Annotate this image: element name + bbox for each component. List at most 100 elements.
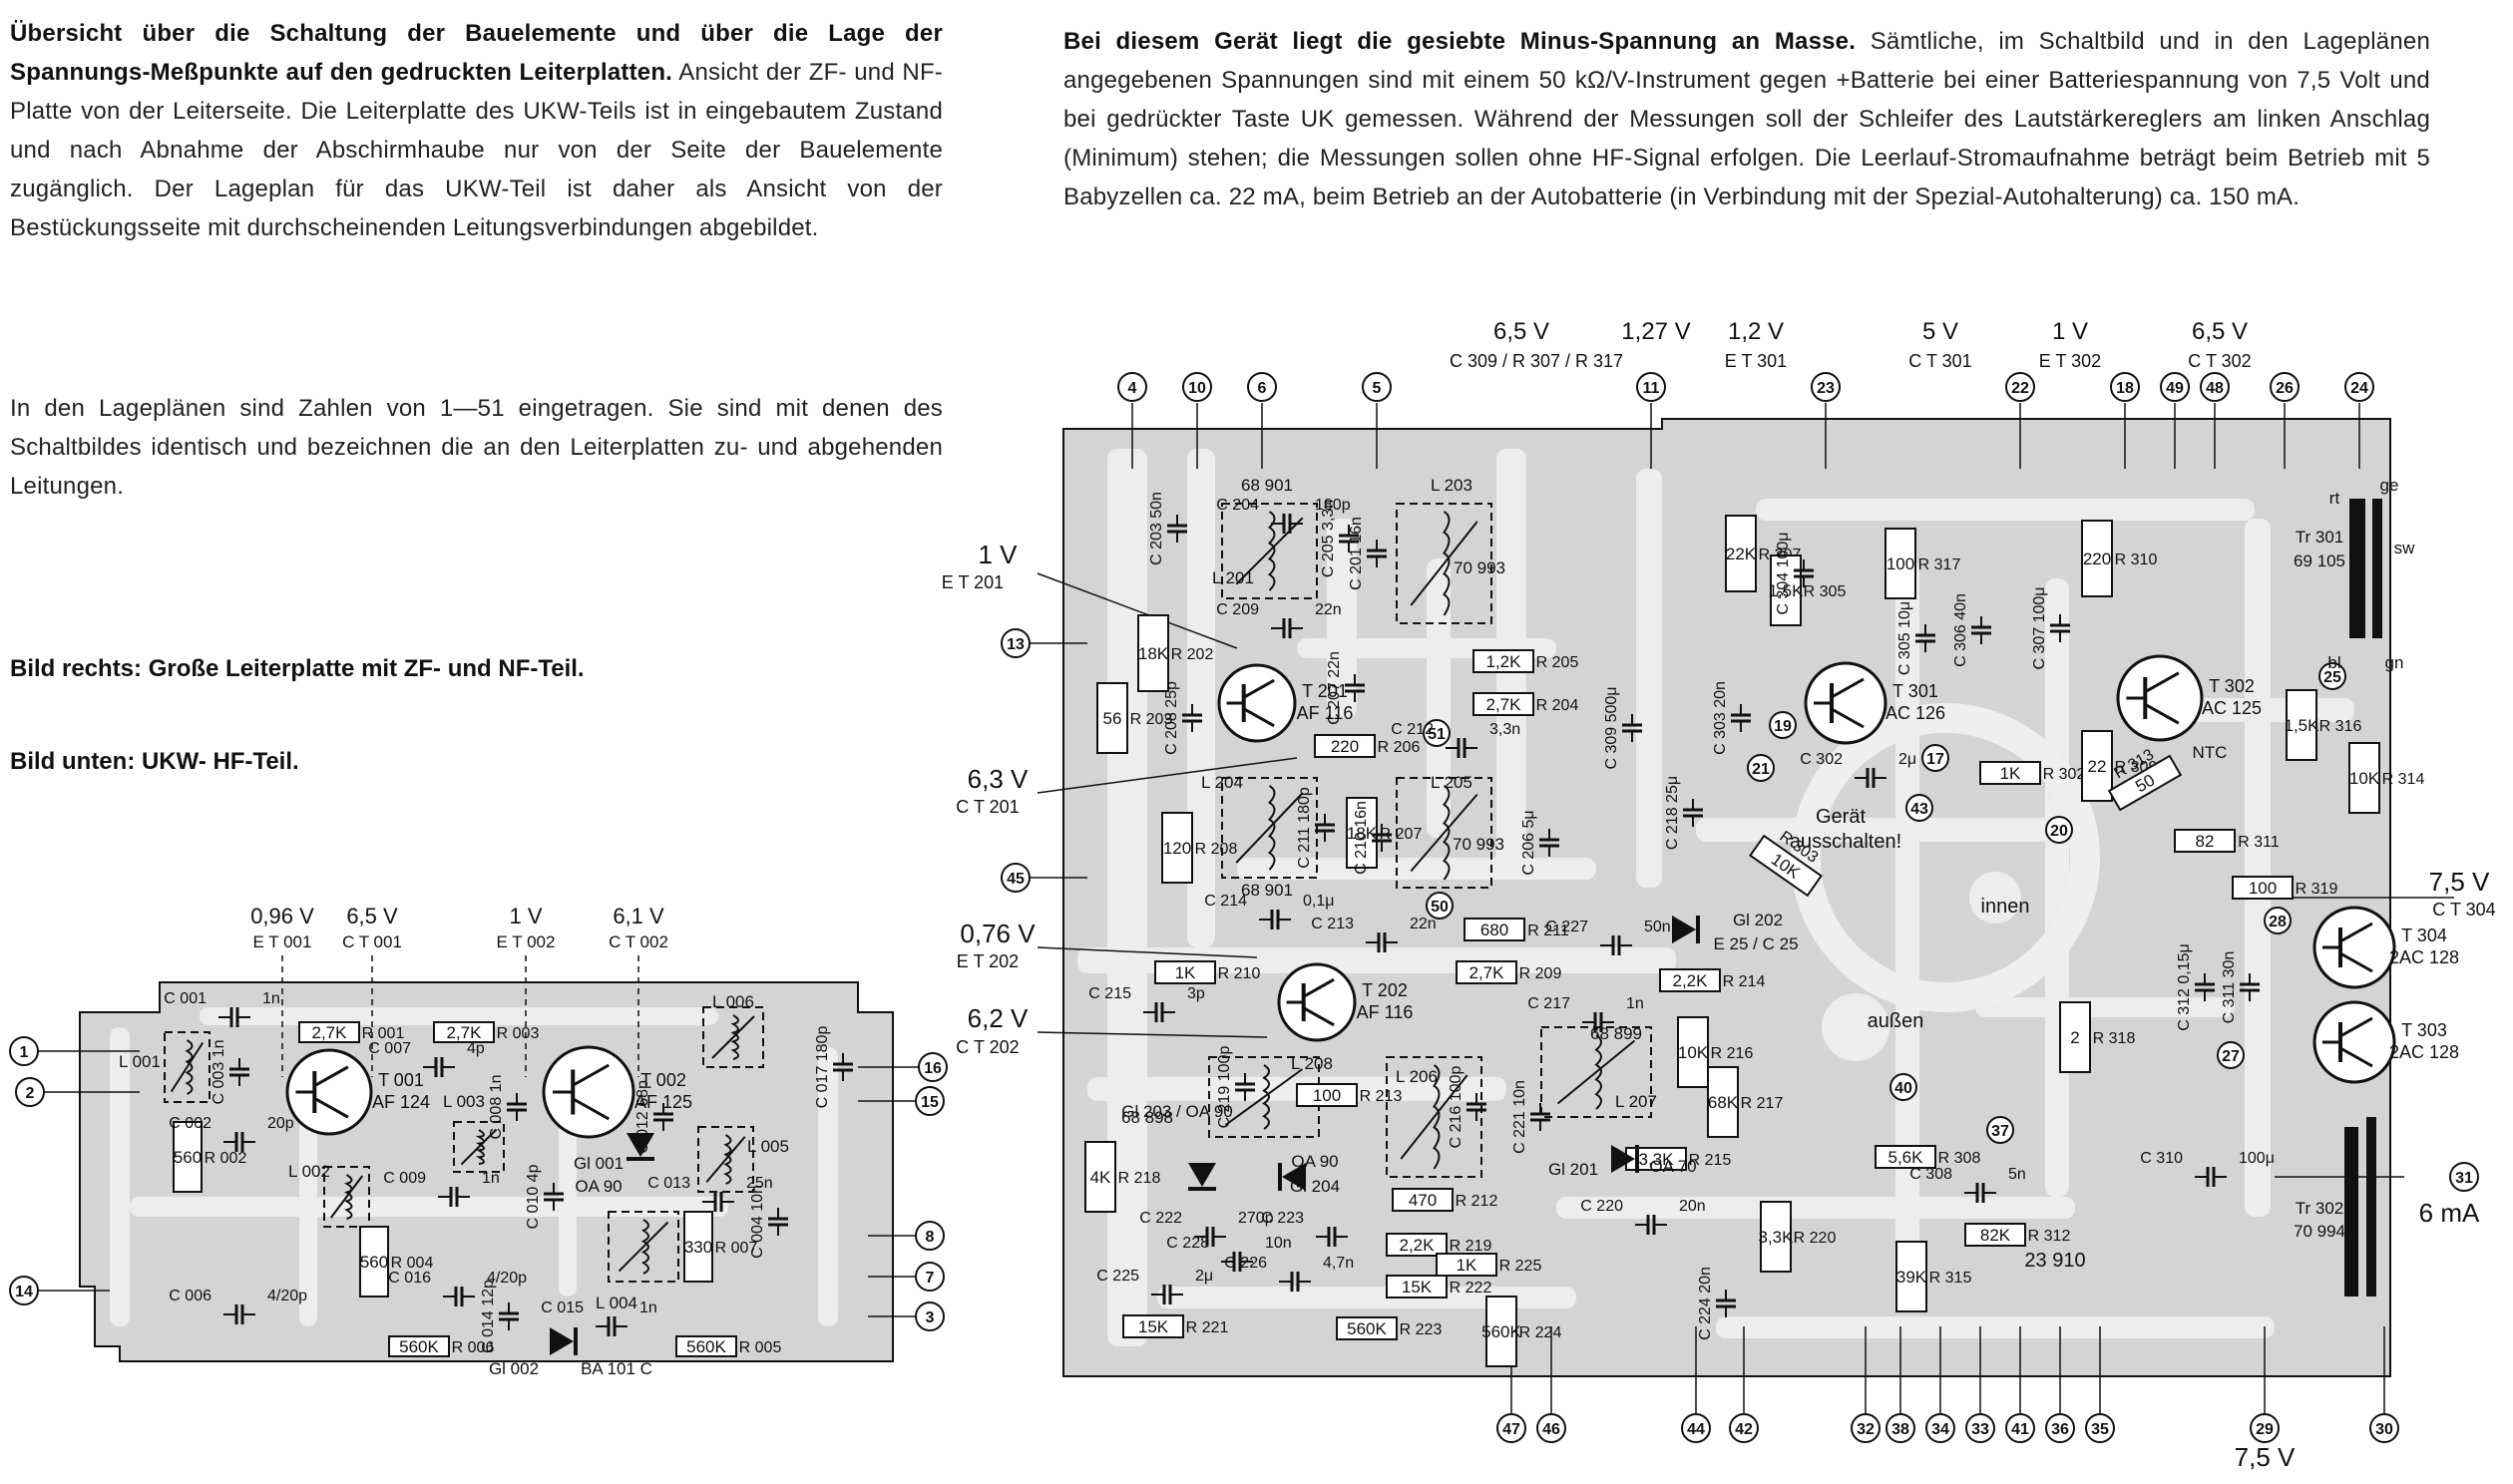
copper-trace xyxy=(1427,558,1451,838)
capacitor-label: C 003 1n xyxy=(210,1040,227,1105)
pointer-line xyxy=(1037,757,1298,794)
resistor-ref: R 211 xyxy=(1527,923,1569,939)
resistor-value: 1K xyxy=(2000,764,2021,783)
board-marking: Gerät xyxy=(1816,806,1866,828)
wire-color-tag: ge xyxy=(2380,476,2399,495)
component-label: L 203 xyxy=(1431,476,1472,495)
copper-trace xyxy=(1077,947,1676,973)
resistor-ref: R 001 xyxy=(362,1025,405,1042)
capacitor-label: C 201 16n xyxy=(1348,517,1365,590)
measuring-point-number: 40 xyxy=(1894,1080,1912,1097)
copper-trace xyxy=(559,1097,577,1297)
resistor-body xyxy=(1770,555,1802,626)
resistor-value: 3,3K xyxy=(1759,1228,1795,1247)
measuring-point-number: 33 xyxy=(1971,1421,1989,1438)
coil-tuning-arrow xyxy=(618,1221,669,1273)
voltage-reference: C T 302 xyxy=(2188,351,2251,371)
capacitor-ref: C 217 xyxy=(1527,995,1570,1012)
resistor-body xyxy=(683,1211,713,1283)
transistor-type: 2AC 128 xyxy=(2389,947,2459,967)
resistor-body xyxy=(1472,692,1534,716)
resistor-ref: R 218 xyxy=(1118,1170,1161,1187)
resistor-value: 1K xyxy=(1457,1256,1477,1275)
component-label: L 204 xyxy=(1201,773,1243,792)
capacitor-ref: C 006 xyxy=(169,1288,211,1304)
component-label: Gl 201 xyxy=(1548,1160,1598,1179)
voltage-reference: C T 201 xyxy=(956,797,1019,817)
capacitor-label: C 004 10n xyxy=(749,1185,766,1259)
copper-trace xyxy=(1556,1197,2075,1219)
measuring-point-number: 7 xyxy=(926,1270,935,1287)
diode-body xyxy=(1611,1145,1635,1173)
resistor-value: 2,2K xyxy=(1673,971,1709,990)
coil-tuning-arrow xyxy=(1235,517,1304,585)
capacitor-label: C 008 1n xyxy=(488,1075,505,1140)
capacitor-label: C 224 20n xyxy=(1697,1267,1714,1340)
capacitor-label: C 221 10n xyxy=(1511,1080,1528,1154)
capacitor-value: 10n xyxy=(1265,1235,1292,1252)
measuring-point-circle xyxy=(1769,711,1797,739)
resistor-value: 68K xyxy=(1708,1093,1739,1112)
component-label: 70 993 xyxy=(1453,835,1504,854)
resistor-ref: R 207 xyxy=(1380,826,1423,843)
resistor-ref: R 210 xyxy=(1218,965,1261,982)
resistor-value: 3,3K xyxy=(1639,1150,1675,1169)
board-pad xyxy=(1822,993,1889,1061)
coil-winding xyxy=(475,1129,485,1165)
measuring-point-number: 8 xyxy=(926,1229,935,1246)
coil-shield-outline xyxy=(1221,777,1318,879)
resistor-ref: R 308 xyxy=(1938,1150,1981,1167)
component-label: L 206 xyxy=(1396,1067,1438,1086)
capacitor-label: C 010 4p xyxy=(525,1164,542,1229)
capacitor-value: 3p xyxy=(1187,985,1205,1002)
voltage-reference: E T 002 xyxy=(497,932,556,951)
measuring-point-number: 50 xyxy=(1431,899,1449,916)
resistor-value: 15K xyxy=(1402,1278,1433,1297)
resistor-value: 560K xyxy=(399,1337,439,1356)
capacitor-ref: C 227 xyxy=(1545,919,1588,935)
component-label: 68 901 xyxy=(1241,476,1293,495)
voltage-reading: 7,5 V xyxy=(2429,867,2490,897)
measuring-point-number: 2 xyxy=(26,1085,35,1102)
measuring-point-number: 10 xyxy=(1188,380,1206,397)
capacitor-label: C 306 40n xyxy=(1952,593,1969,667)
capacitor-value: 20p xyxy=(267,1115,294,1132)
measuring-point-circle xyxy=(1889,1073,1917,1101)
transistor-type: AF 116 xyxy=(1357,1002,1414,1022)
diode xyxy=(1188,1163,1216,1191)
copper-trace xyxy=(1327,519,1357,718)
resistor-value: 2,2K xyxy=(1400,1236,1436,1255)
measuring-point-number: 23 xyxy=(1817,380,1835,397)
coil-winding xyxy=(1443,511,1451,616)
diode xyxy=(550,1327,578,1355)
resistor-value: 330 xyxy=(684,1238,712,1257)
measuring-point-number: 22 xyxy=(2011,380,2029,397)
capacitor-value: 1n xyxy=(1626,995,1644,1012)
resistor-ref: R 003 xyxy=(497,1025,540,1042)
measuring-point-number: 30 xyxy=(2375,1421,2393,1438)
voltage-reference: C 309 / R 307 / R 317 xyxy=(1450,351,1623,371)
resistor-body xyxy=(1154,960,1216,984)
capacitor-value: 5n xyxy=(2008,1166,2026,1183)
resistor-body xyxy=(2348,742,2380,814)
coil-shield-outline xyxy=(1396,777,1492,889)
coil-winding xyxy=(1594,1034,1602,1110)
resistor-value: 680 xyxy=(1480,921,1508,939)
wire-color-tag: sw xyxy=(2394,539,2416,557)
voltage-reading: 1,27 V xyxy=(1621,318,1690,345)
measuring-point-number: 37 xyxy=(1991,1123,2009,1140)
resistor-body xyxy=(1436,1253,1497,1277)
component-label: Gl 002 xyxy=(489,1359,539,1378)
diode-body xyxy=(1672,916,1696,943)
measuring-point-circle xyxy=(1117,372,1147,402)
resistor-ref: R 305 xyxy=(1804,583,1847,600)
copper-trace xyxy=(1756,499,2255,521)
resistor-value: 120 xyxy=(1163,839,1191,858)
